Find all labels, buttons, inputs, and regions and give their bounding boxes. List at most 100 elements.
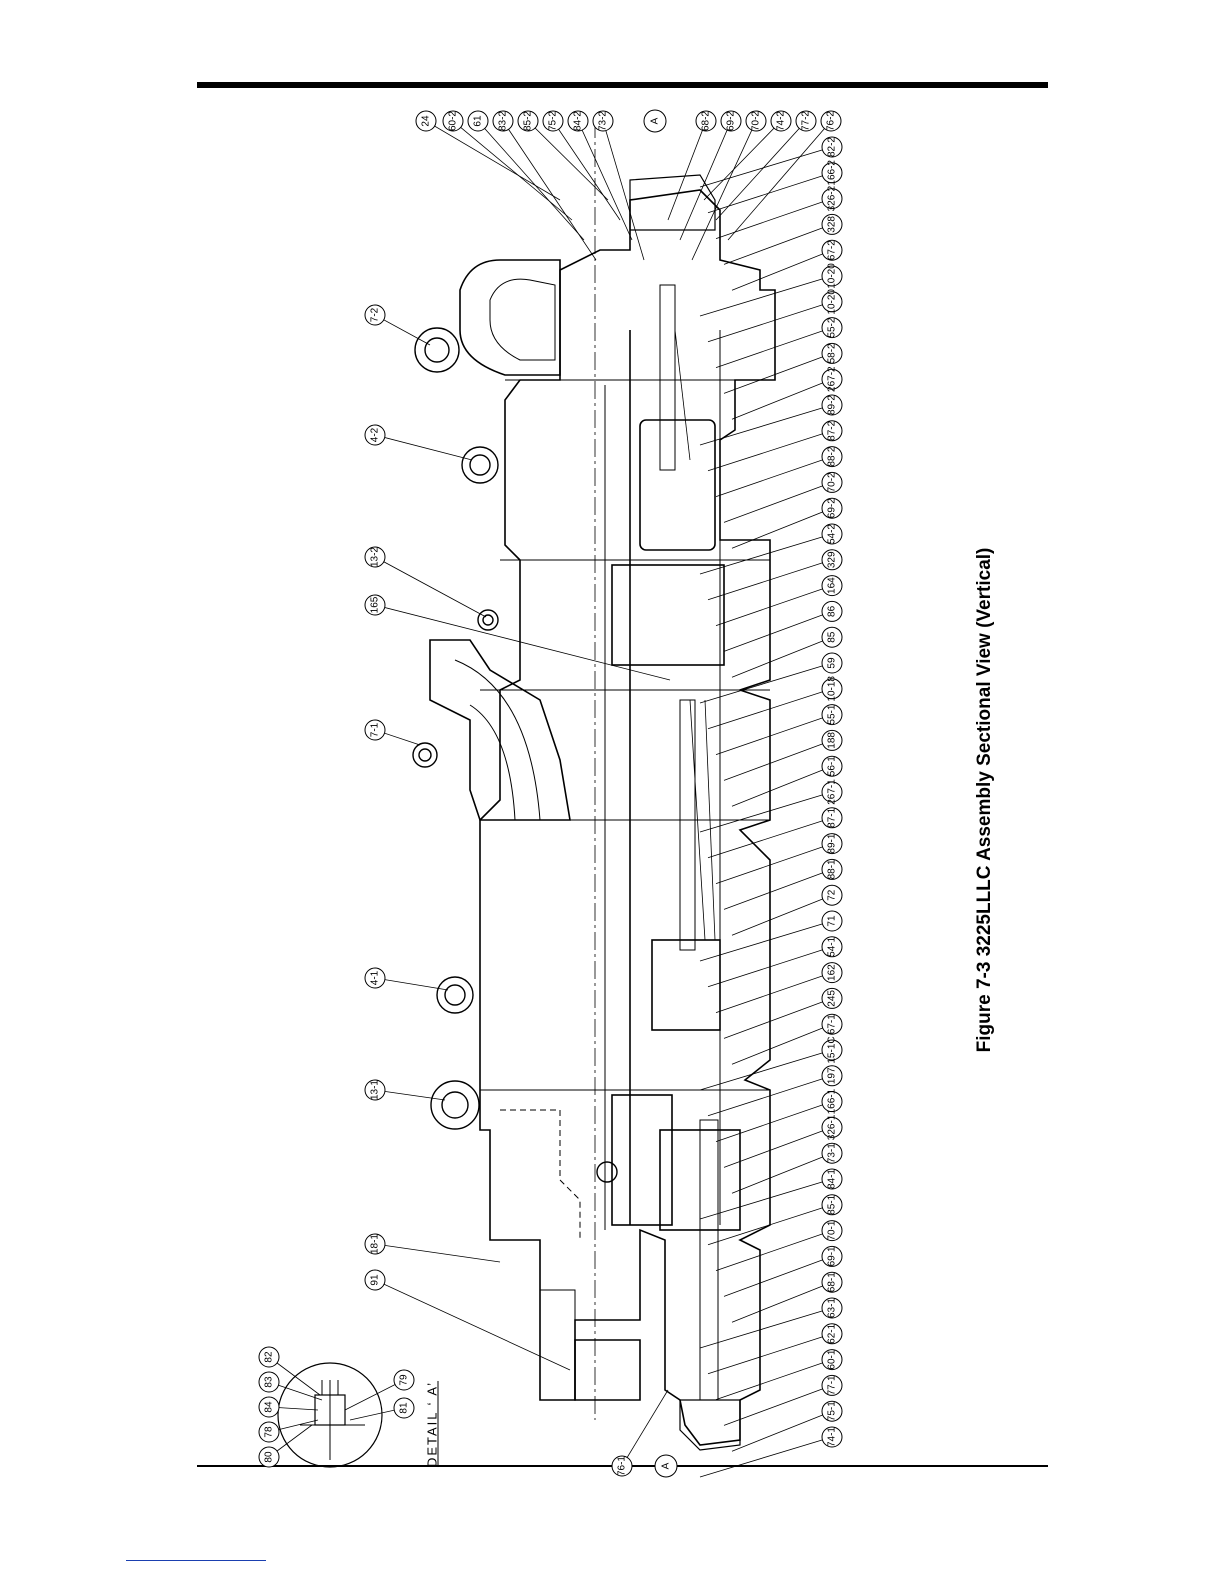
callout-bubble <box>821 342 843 364</box>
leader-line <box>374 977 449 991</box>
header-rule <box>197 82 1048 88</box>
callout-bubble <box>821 910 843 932</box>
leader-line <box>727 120 832 241</box>
callout-bubble <box>821 575 843 597</box>
callout-label: 73-1 <box>827 1143 838 1163</box>
leader-line <box>731 1152 833 1194</box>
leader-line <box>527 120 609 201</box>
callout-bubble <box>821 1297 843 1319</box>
callout-label: 70-2 <box>751 111 762 131</box>
leader-line <box>707 559 833 601</box>
callout-bubble <box>542 110 564 132</box>
leader-line <box>502 120 597 261</box>
leader-line <box>731 507 833 549</box>
callout-label: 78 <box>264 1426 275 1438</box>
callout-bubble <box>821 549 843 571</box>
callout-bubble <box>821 1065 843 1087</box>
callout-bubble <box>611 1455 633 1477</box>
callout-bubble <box>821 1220 843 1242</box>
leader-line <box>268 1356 321 1396</box>
callout-label: 62-1 <box>827 1323 838 1343</box>
callout-label: 79 <box>399 1374 410 1386</box>
callout-label: 82 <box>264 1351 275 1363</box>
leader-line <box>715 714 833 755</box>
callout-bubble <box>745 110 767 132</box>
callout-bubble <box>821 471 843 493</box>
pump-outline <box>429 174 776 1451</box>
callout-label: A <box>661 1462 672 1469</box>
callout-label: 67-2 <box>827 240 838 260</box>
leader-line <box>715 843 833 884</box>
callout-label: 84-1 <box>827 1169 838 1189</box>
callout-bubble <box>821 368 843 390</box>
callout-bubble <box>821 1349 843 1371</box>
leader-line <box>699 1307 833 1349</box>
callout-label: 74-2 <box>776 111 787 131</box>
leader-line <box>715 198 833 239</box>
callout-label: 89-1 <box>827 833 838 853</box>
leader-line <box>715 1101 833 1142</box>
callout-label: 326-2 <box>827 185 838 211</box>
callout-bubble <box>820 110 842 132</box>
callout-bubble <box>821 523 843 545</box>
callout-bubble <box>821 497 843 519</box>
callout-label: 71 <box>827 915 838 927</box>
leader-line <box>731 1410 833 1452</box>
callout-label: 85-1 <box>827 1194 838 1214</box>
callout-bubble <box>821 833 843 855</box>
callout-bubble <box>795 110 817 132</box>
leader-line <box>707 1204 833 1246</box>
callout-label: 72 <box>827 889 838 901</box>
callout-bubble <box>821 704 843 726</box>
callout-bubble <box>258 1446 280 1468</box>
leader-line <box>715 1230 833 1271</box>
callout-label: 10-20 <box>827 289 838 315</box>
callout-bubble <box>821 1039 843 1061</box>
callout-bubble <box>821 858 843 880</box>
callout-bubble <box>821 1013 843 1035</box>
callout-bubble <box>821 394 843 416</box>
leader-line <box>699 920 833 962</box>
callout-label: 13-1 <box>370 1080 381 1100</box>
callout-bubble <box>364 967 386 989</box>
callout-bubble <box>467 110 489 132</box>
callout-label: 91 <box>370 1274 381 1286</box>
callout-label: 84 <box>264 1401 275 1413</box>
callout-label: 245 <box>827 990 838 1007</box>
callout-label: A <box>650 117 661 124</box>
callout-bubble <box>821 1426 843 1448</box>
leader-line <box>731 378 833 420</box>
callout-bubble <box>364 424 386 446</box>
callout-bubble <box>821 1400 843 1422</box>
callout-label: 77-2 <box>801 111 812 131</box>
callout-label: 76-2 <box>826 111 837 131</box>
callout-label: 329 <box>827 551 838 568</box>
leader-line <box>602 120 645 261</box>
callout-bubble <box>258 1346 280 1368</box>
callout-bubble <box>258 1371 280 1393</box>
callout-label: 77-1 <box>827 1375 838 1395</box>
leader-line <box>703 120 782 201</box>
callout-bubble <box>415 110 437 132</box>
callout-label: 60-1 <box>827 1349 838 1369</box>
callout-bubble <box>821 265 843 287</box>
callout-bubble <box>821 317 843 339</box>
callout-bubble <box>442 110 464 132</box>
leader-line <box>731 1281 833 1323</box>
callout-bubble <box>821 162 843 184</box>
leader-line <box>452 120 573 221</box>
leader-line <box>691 120 757 261</box>
callout-bubble <box>567 110 589 132</box>
callout-label: 24 <box>421 115 432 127</box>
leader-line <box>707 430 833 472</box>
callout-bubble <box>364 546 386 568</box>
leader-line <box>723 1385 833 1426</box>
callout-bubble <box>821 291 843 313</box>
leader-line <box>731 636 833 678</box>
callout-label: 18-1 <box>370 1234 381 1254</box>
callout-label: 75-2 <box>548 111 559 131</box>
callout-bubble <box>821 420 843 442</box>
callout-label: 15-1C <box>827 1036 838 1063</box>
callout-label: 69-2 <box>827 498 838 518</box>
